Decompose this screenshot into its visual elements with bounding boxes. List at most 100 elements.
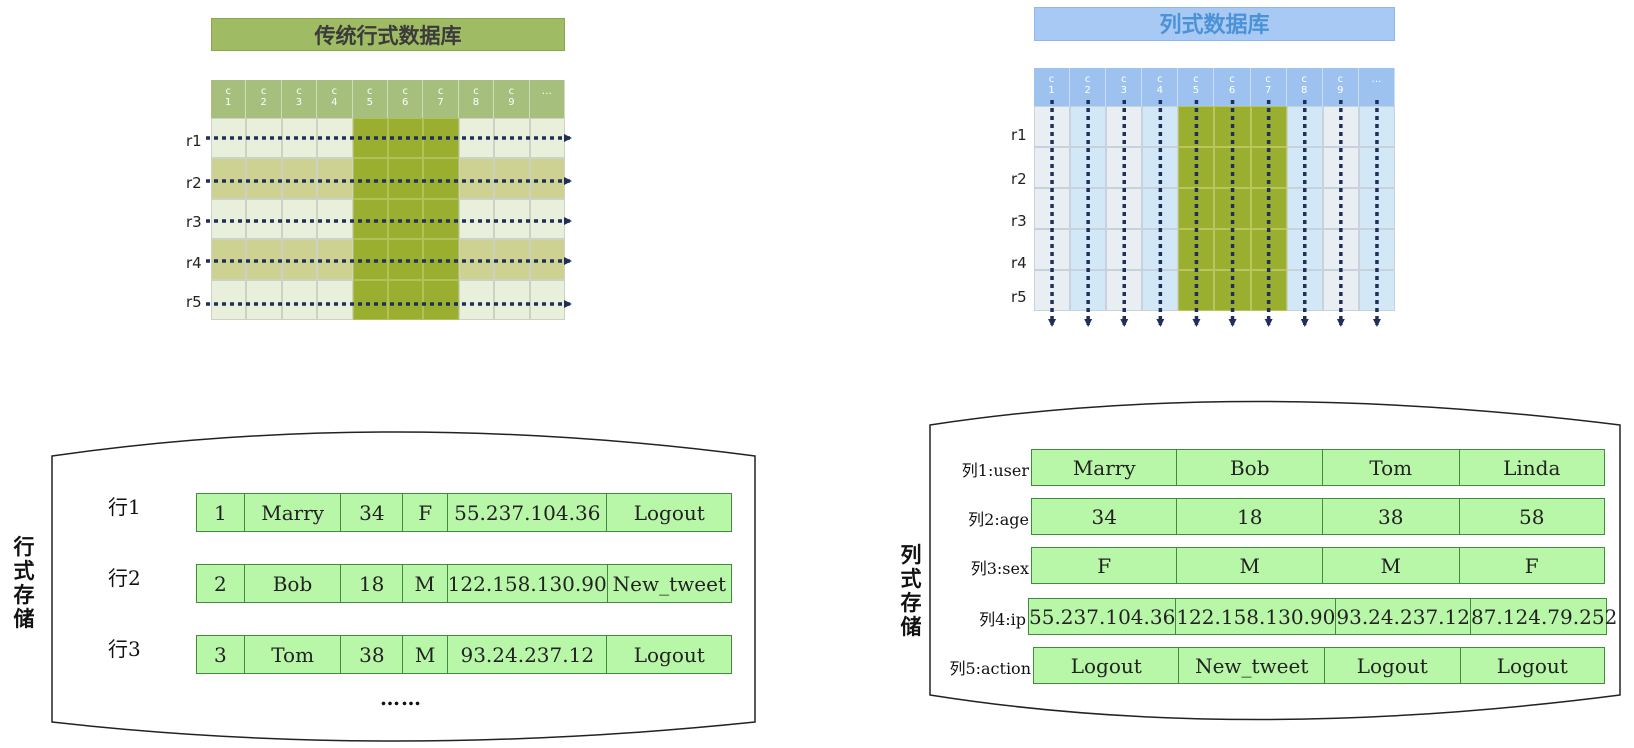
col-record-cell: M	[1177, 548, 1323, 583]
col-db-col-header: c 8	[1286, 68, 1323, 106]
row-scan-arrows	[206, 134, 572, 308]
col-record-label: 列5:action	[949, 659, 1031, 678]
col-record-cell: 55.237.104.36	[1029, 599, 1177, 634]
row-db-cell	[494, 279, 530, 320]
row-record-cell: 55.237.104.36	[448, 494, 608, 531]
row-db-cell	[352, 158, 388, 199]
row-db-col-header: …	[529, 80, 565, 118]
row-db-cell	[388, 198, 424, 240]
col-record-cell: 122.158.130.90	[1176, 599, 1337, 634]
col-db-col-header: c 9	[1322, 68, 1359, 106]
row-db-cell	[352, 279, 388, 320]
col-db-row-label: r2	[1011, 170, 1027, 188]
row-db-row-label: r2	[186, 174, 202, 192]
row-record-cell: 18	[341, 565, 403, 602]
col-db-cell	[1106, 188, 1143, 229]
row-db-cell	[458, 198, 495, 240]
row-db-cell	[388, 279, 424, 320]
row-db-cell	[352, 198, 388, 240]
col-db-title: 列式数据库	[1034, 7, 1395, 41]
col-record-cell: Logout	[1034, 648, 1180, 683]
row-db-col-header: c 1	[211, 80, 247, 118]
col-record-cell: Bob	[1177, 450, 1323, 485]
row-db-cell	[317, 198, 353, 240]
row-db-col-header: c 5	[352, 80, 388, 118]
row-db-col-header: c 8	[458, 80, 495, 118]
col-scan-arrows	[1048, 100, 1381, 327]
col-record-cell: F	[1524, 553, 1539, 578]
row-record-cell: Tom	[245, 636, 342, 673]
row-record-cell: 3	[197, 636, 245, 673]
col-record-cell: 87.124.79.252	[1470, 604, 1618, 629]
row-record-cell: M	[403, 636, 449, 673]
row-record-label: 行1	[108, 495, 141, 519]
col-record-cell: 58	[1519, 504, 1545, 529]
col-record-cell: Logout	[1496, 653, 1568, 678]
row-db-col-header: c 9	[494, 80, 530, 118]
row-storage-ellipsis: ……	[380, 686, 422, 710]
row-db-cell	[423, 198, 459, 240]
col-db-row-label: r1	[1011, 126, 1027, 144]
col-record-cell: New_tweet	[1179, 648, 1325, 683]
col-storage-label: 列式存储	[900, 543, 922, 639]
col-record-cell: F	[1032, 548, 1178, 583]
row-db-cell	[281, 198, 318, 240]
col-db-row-label: r5	[1011, 288, 1027, 306]
row-db-cell	[246, 158, 282, 199]
col-record-label: 列3:sex	[970, 559, 1029, 578]
row-storage-label: 行式存储	[13, 535, 35, 631]
col-db-col-header: …	[1358, 68, 1395, 106]
row-record-cell: Logout	[633, 642, 705, 667]
col-record-label: 列2:age	[968, 510, 1029, 529]
row-db-cell	[211, 279, 247, 320]
row-db-col-header: c 2	[246, 80, 282, 118]
row-record-cell: 34	[341, 494, 404, 531]
col-record-cell: Marry	[1032, 450, 1178, 485]
col-record-cell: 93.24.237.12	[1336, 599, 1471, 634]
row-db-cell	[211, 198, 247, 240]
row-db-col-header: c 4	[317, 80, 353, 118]
col-storage-frame	[929, 400, 1621, 721]
col-db-col-header: c 2	[1070, 68, 1107, 106]
col-record-cell: Logout	[1325, 648, 1461, 683]
row-db-title: 传统行式数据库	[211, 18, 565, 51]
row-db-col-header: c 3	[281, 80, 318, 118]
col-record-label: 列4:ip	[979, 610, 1026, 629]
row-record-cell: M	[403, 565, 448, 602]
col-record-cell: 38	[1323, 499, 1460, 534]
col-db-col-header: c 4	[1142, 68, 1179, 106]
row-record-cell: 93.24.237.12	[448, 636, 608, 673]
row-db-cell	[246, 198, 282, 240]
row-record-label: 行2	[108, 566, 141, 590]
row-db-cell	[211, 158, 247, 199]
col-db-row-label: r3	[1011, 212, 1027, 230]
row-db-col-header: c 7	[423, 80, 459, 118]
row-record-cell: 1	[197, 494, 245, 531]
col-record-cell: 34	[1032, 499, 1178, 534]
row-record-cell: Bob	[245, 565, 342, 602]
col-db-col-header: c 5	[1178, 68, 1215, 106]
col-db-col-header: c 3	[1106, 68, 1143, 106]
col-record-cell: Tom	[1323, 450, 1460, 485]
row-record-cell: Marry	[245, 494, 342, 531]
row-record-cell: Logout	[633, 500, 705, 525]
row-db-cell	[494, 198, 530, 240]
row-db-cell	[494, 158, 530, 199]
row-storage-frame	[51, 431, 756, 742]
col-db-col-header: c 1	[1034, 68, 1071, 106]
col-record-cell: 18	[1177, 499, 1323, 534]
row-db-row-label: r3	[186, 213, 202, 231]
col-db-row-label: r4	[1011, 254, 1027, 272]
col-record-label: 列1:user	[961, 461, 1029, 480]
row-db-col-header: c 6	[388, 80, 424, 118]
row-db-cell	[423, 158, 459, 199]
row-record-cell: 38	[341, 636, 404, 673]
